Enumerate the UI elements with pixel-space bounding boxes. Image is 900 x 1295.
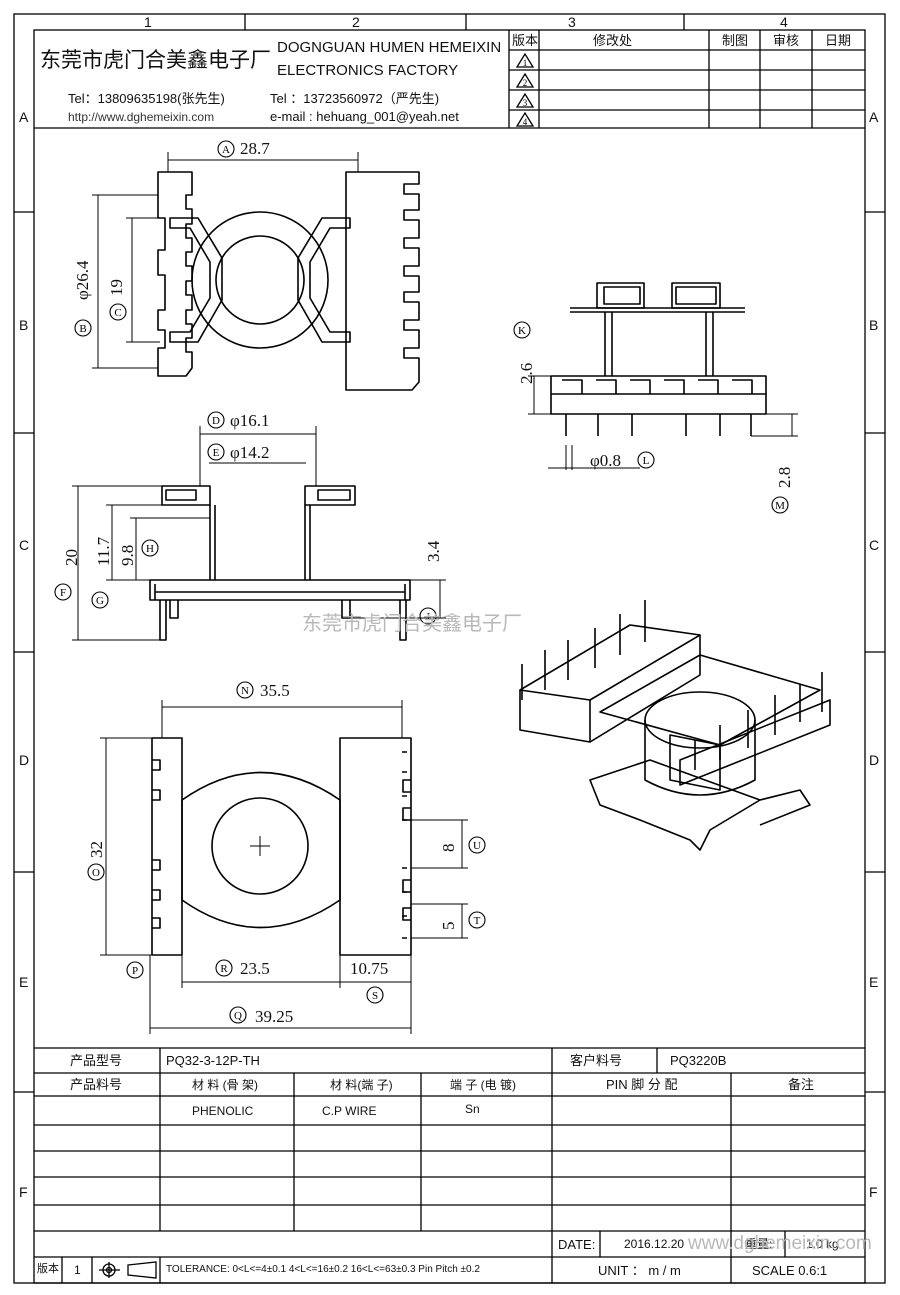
zone-row-d-left: D xyxy=(19,752,30,768)
zone-row-b-left: B xyxy=(19,317,29,333)
dim-n: 35.5 xyxy=(260,681,290,700)
material-pin-label: 材 料(端 子) xyxy=(330,1078,393,1092)
plating-label: 端 子 (电 镀) xyxy=(450,1078,516,1092)
rev-col-change: 修改处 xyxy=(593,33,633,48)
customer-part-label: 客户料号 xyxy=(570,1053,623,1068)
pin-assign-label: PIN 脚 分 配 xyxy=(606,1077,678,1092)
website-link[interactable]: http://www.dghemeixin.com xyxy=(68,110,215,124)
product-model-value: PQ32-3-12P-TH xyxy=(166,1053,260,1068)
dim-u: 8 xyxy=(439,843,458,853)
svg-text:H: H xyxy=(146,543,154,555)
product-part-label: 产品料号 xyxy=(70,1077,123,1092)
zone-row-e-left: E xyxy=(19,974,29,990)
remarks-label: 备注 xyxy=(788,1077,815,1092)
tolerance-spec: TOLERANCE: 0<L<=4±0.1 4<L<=16±0.2 16<L<=… xyxy=(166,1264,480,1275)
dim-s: 10.75 xyxy=(350,959,389,978)
zone-row-b-right: B xyxy=(869,317,879,333)
svg-text:G: G xyxy=(96,595,104,607)
url-watermark: www.dghemeixin.com xyxy=(688,1233,872,1254)
zone-row-c-right: C xyxy=(869,537,880,553)
svg-text:P: P xyxy=(132,965,138,977)
zone-col-1: 1 xyxy=(144,14,152,30)
svg-text:M: M xyxy=(775,500,785,512)
svg-text:S: S xyxy=(372,990,378,1002)
dim-f: 20 xyxy=(62,549,81,566)
svg-text:4: 4 xyxy=(523,117,528,127)
dim-q: 39.25 xyxy=(255,1007,294,1026)
zone-row-f-right: F xyxy=(869,1184,878,1200)
zone-row-d-right: D xyxy=(869,752,880,768)
rev-col-checked: 审核 xyxy=(773,33,800,48)
company-name-en-1: DOGNGUAN HUMEN HEMEIXIN xyxy=(277,39,502,56)
plating-value: Sn xyxy=(465,1102,480,1116)
version-value: 1 xyxy=(74,1263,81,1277)
dim-k: 2.6 xyxy=(517,362,536,384)
contact-tel-2: Tel ：13723560972（严先生) xyxy=(270,91,440,106)
zone-col-3: 3 xyxy=(568,14,576,30)
zone-row-a-left: A xyxy=(19,109,29,125)
svg-text:R: R xyxy=(220,963,228,975)
svg-text:U: U xyxy=(473,840,481,852)
dim-h: 9.8 xyxy=(118,544,137,566)
unit-spec: UNIT ： m / m xyxy=(598,1263,681,1278)
zone-col-2: 2 xyxy=(352,14,360,30)
material-bobbin-value: PHENOLIC xyxy=(192,1104,254,1118)
dim-l: φ0.8 xyxy=(590,451,622,470)
dim-d: φ16.1 xyxy=(230,411,270,430)
version-label: 版本 xyxy=(37,1263,59,1275)
dim-r: 23.5 xyxy=(240,959,270,978)
zone-col-4: 4 xyxy=(780,14,788,30)
customer-part-value: PQ3220B xyxy=(670,1053,727,1068)
zone-row-c-left: C xyxy=(19,537,30,553)
svg-text:K: K xyxy=(518,325,526,337)
svg-text:1: 1 xyxy=(523,58,528,68)
zone-row-e-right: E xyxy=(869,974,879,990)
dim-a: 28.7 xyxy=(240,139,270,158)
svg-text:D: D xyxy=(212,415,220,427)
dim-o: 32 xyxy=(87,841,106,858)
svg-text:T: T xyxy=(474,915,481,927)
date-value: 2016.12.20 xyxy=(624,1237,685,1251)
material-pin-value: C.P WIRE xyxy=(322,1104,377,1118)
weight-value: 1.0 kg xyxy=(806,1237,839,1251)
zone-row-a-right: A xyxy=(869,109,879,125)
dim-e: φ14.2 xyxy=(230,443,270,462)
watermark: 东莞市虎门合美鑫电子厂 xyxy=(302,613,522,635)
svg-text:J: J xyxy=(426,611,431,623)
svg-text:Q: Q xyxy=(234,1010,242,1022)
rev-col-drawn: 制图 xyxy=(722,33,749,48)
dim-m: 2.8 xyxy=(775,466,794,488)
weight-label: 重量: xyxy=(745,1237,773,1251)
svg-text:3: 3 xyxy=(523,98,528,108)
svg-text:O: O xyxy=(92,867,100,879)
rev-col-date: 日期 xyxy=(825,33,852,48)
dim-b: φ26.4 xyxy=(73,260,92,300)
dim-c: 19 xyxy=(107,279,126,296)
svg-text:E: E xyxy=(213,447,220,459)
dim-j: 3.4 xyxy=(424,540,443,562)
zone-row-f-left: F xyxy=(19,1184,28,1200)
svg-text:2: 2 xyxy=(523,78,528,88)
company-name-cn: 东莞市虎门合美鑫电子厂 xyxy=(40,49,271,72)
rev-col-version: 版本 xyxy=(512,33,539,48)
date-label: DATE: xyxy=(558,1237,596,1252)
scale-spec: SCALE 0.6:1 xyxy=(752,1263,828,1278)
svg-text:A: A xyxy=(222,144,230,156)
dim-t: 5 xyxy=(439,921,458,931)
svg-text:B: B xyxy=(79,323,86,335)
svg-text:C: C xyxy=(114,307,121,319)
email-address[interactable]: e-mail : hehuang_001@yeah.net xyxy=(270,109,459,124)
svg-text:L: L xyxy=(643,455,650,467)
product-model-label: 产品型号 xyxy=(70,1053,123,1068)
material-bobbin-label: 材 料 (骨 架) xyxy=(192,1078,258,1092)
company-name-en-2: ELECTRONICS FACTORY xyxy=(277,62,459,79)
svg-text:F: F xyxy=(60,587,66,599)
dim-g: 11.7 xyxy=(94,536,113,566)
contact-tel-1: Tel：13809635198(张先生) xyxy=(68,91,225,106)
svg-text:N: N xyxy=(241,685,249,697)
